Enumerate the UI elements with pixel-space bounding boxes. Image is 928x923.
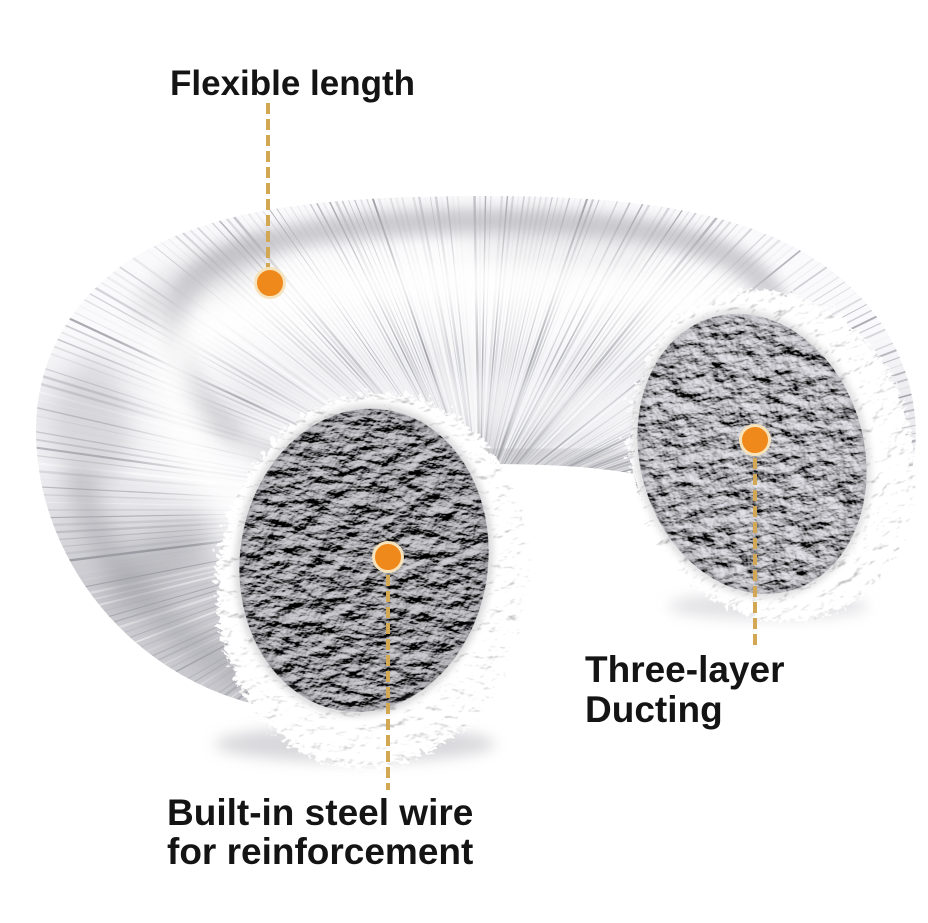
left-opening-interior bbox=[239, 408, 489, 712]
steel-wire-dot bbox=[372, 541, 404, 573]
three-layer-dot bbox=[739, 424, 771, 456]
flexible-length-dot bbox=[254, 267, 286, 299]
left-opening bbox=[212, 387, 524, 763]
flexible-length-label: Flexible length bbox=[170, 64, 416, 103]
flexible-length-leader-line bbox=[266, 103, 270, 271]
steel-wire-leader-line bbox=[386, 575, 390, 790]
steel-wire-label: Built-in steel wire for reinforcement bbox=[167, 792, 474, 872]
three-layer-leader-line bbox=[753, 458, 757, 648]
duct-tube-body bbox=[0, 20, 928, 870]
three-layer-label: Three-layer Ducting bbox=[585, 649, 785, 730]
